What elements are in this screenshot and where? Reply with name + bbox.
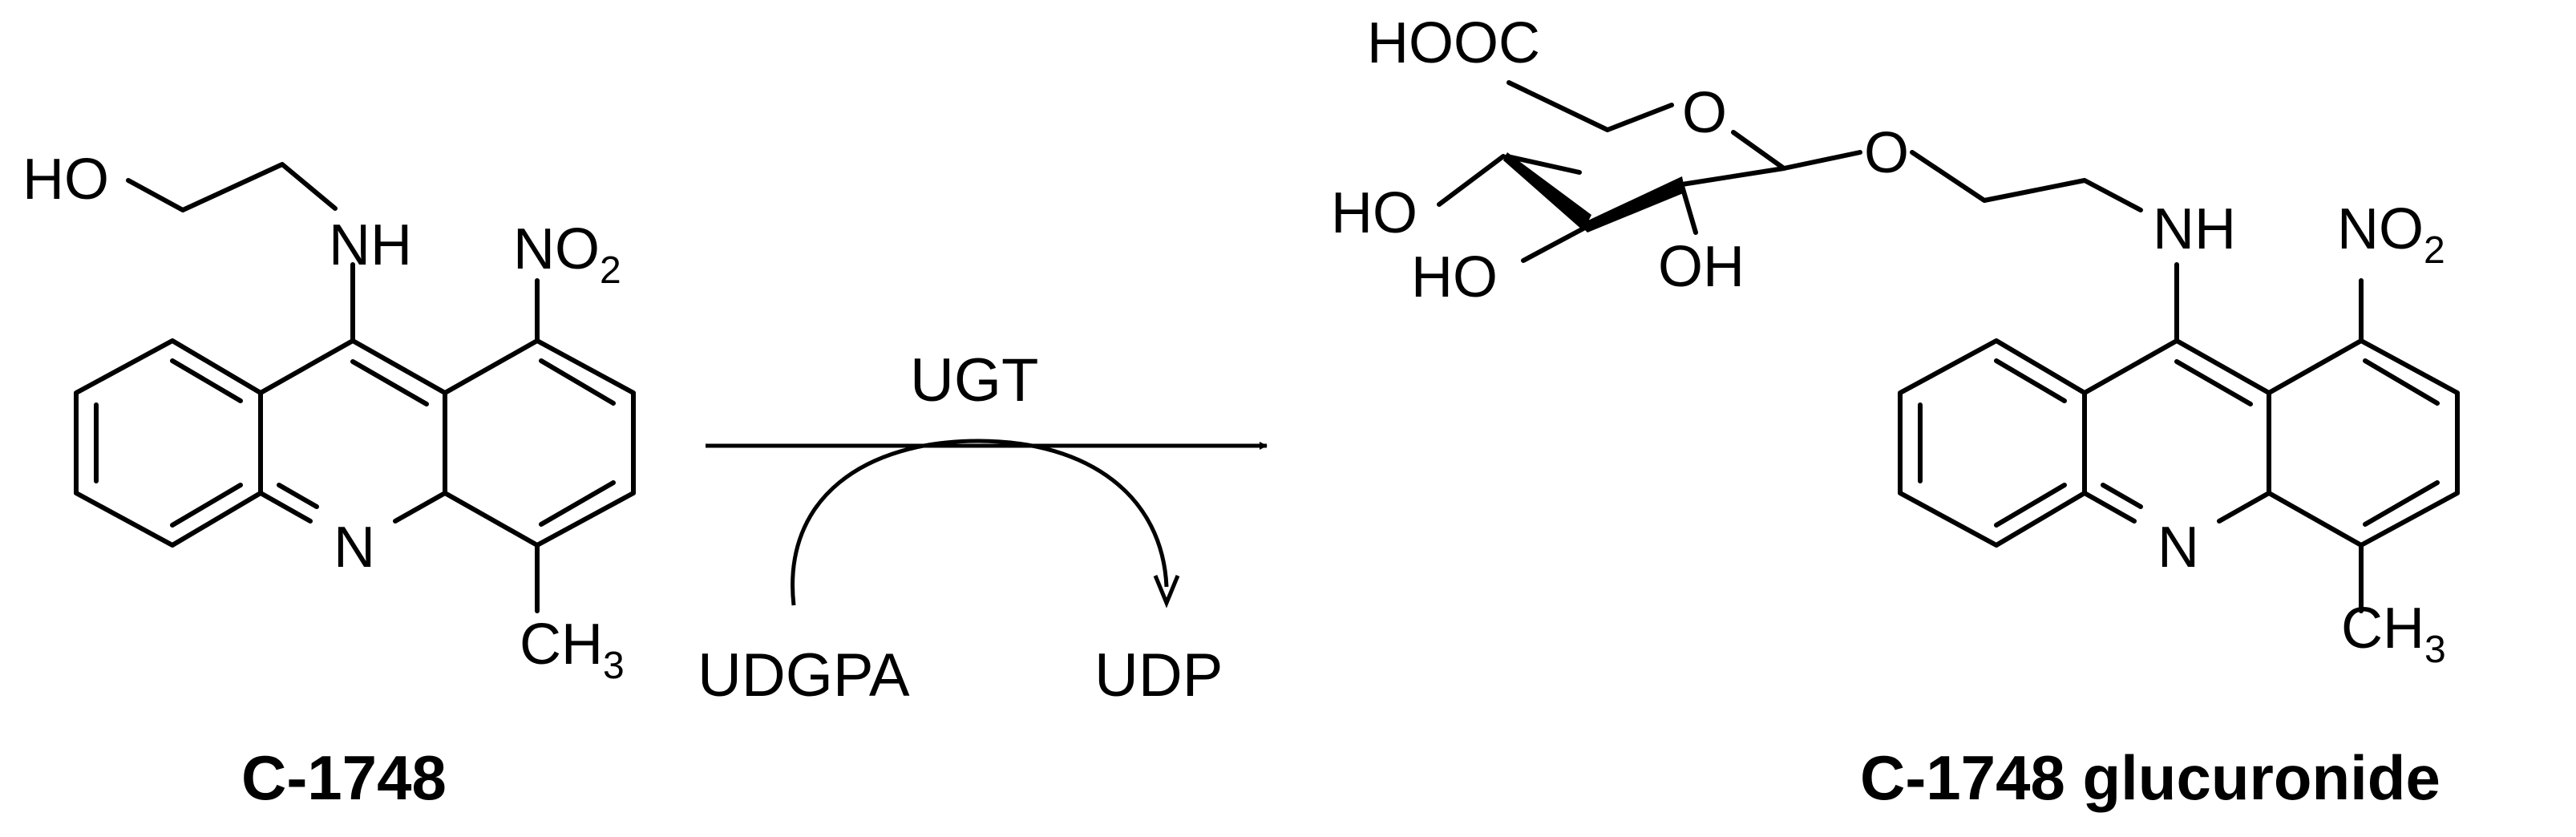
reactant-right-ring <box>443 338 636 548</box>
cofactor-curved-arrow <box>791 439 1169 606</box>
product-left-ring <box>1898 338 2087 548</box>
sugar-wedge-bond-1 <box>1503 152 1591 231</box>
product-compound-label: C-1748 glucuronide <box>1860 742 2441 813</box>
product-ho-left-label: HO <box>1331 181 1417 245</box>
product-atom-labels: HOOC O HO HO OH O NH NO2 N CH3 C-1748 gl… <box>1331 11 2446 813</box>
sugar-ring-bonds <box>1505 80 1786 187</box>
product-oh-label: OH <box>1658 235 1745 299</box>
reactant-no2-label: NO2 <box>513 217 621 292</box>
reactant-right-ring-double-bonds <box>539 358 616 527</box>
reactant-atom-labels: HO NH NO2 N CH3 C-1748 <box>22 148 625 813</box>
product-ho-low-label: HO <box>1411 245 1498 309</box>
reactant-central-ring <box>258 338 447 524</box>
reactant-ring-n-label: N <box>334 516 375 580</box>
product-central-ring <box>2082 338 2271 524</box>
product-ch3-label: CH3 <box>2341 596 2446 671</box>
reactant-nh-label: NH <box>329 213 412 277</box>
product-ring-n-label: N <box>2157 516 2199 580</box>
cofactor-out-label: UDP <box>1094 641 1223 710</box>
product-central-ring-double-bonds <box>2101 359 2253 509</box>
reactant-compound-label: C-1748 <box>241 742 447 813</box>
sugar-substituent-bonds <box>1437 150 1862 263</box>
reaction-labels: UGT UDGPA UDP <box>698 346 1223 710</box>
reactant-left-ring-double-bonds <box>94 358 243 528</box>
sugar-wedge-bond-2 <box>1579 176 1685 232</box>
sugar-ring-o-label: O <box>1682 81 1727 145</box>
reactant-ho-label: HO <box>22 148 109 212</box>
reaction-arrow-group <box>706 439 1268 609</box>
product-linker-chain <box>1910 150 2143 212</box>
product-left-ring-double-bonds <box>1918 358 2067 528</box>
product-right-ring <box>2267 338 2460 548</box>
enzyme-label: UGT <box>910 346 1038 414</box>
product-structure <box>1437 80 2460 613</box>
reactant-left-ring <box>74 338 263 548</box>
cofactor-arrowhead <box>1153 575 1180 609</box>
product-hooc-label: HOOC <box>1367 11 1540 75</box>
reactant-side-chain-bond <box>126 162 338 212</box>
reactant-structure <box>74 162 636 613</box>
product-nh-label: NH <box>2153 197 2236 261</box>
glycosidic-o-label: O <box>1864 121 1909 185</box>
product-no2-label: NO2 <box>2337 197 2445 272</box>
product-right-ring-double-bonds <box>2363 358 2440 527</box>
cofactor-in-label: UDGPA <box>698 641 910 710</box>
reactant-central-ring-double-bonds <box>277 359 429 509</box>
reactant-ch3-label: CH3 <box>520 613 625 687</box>
